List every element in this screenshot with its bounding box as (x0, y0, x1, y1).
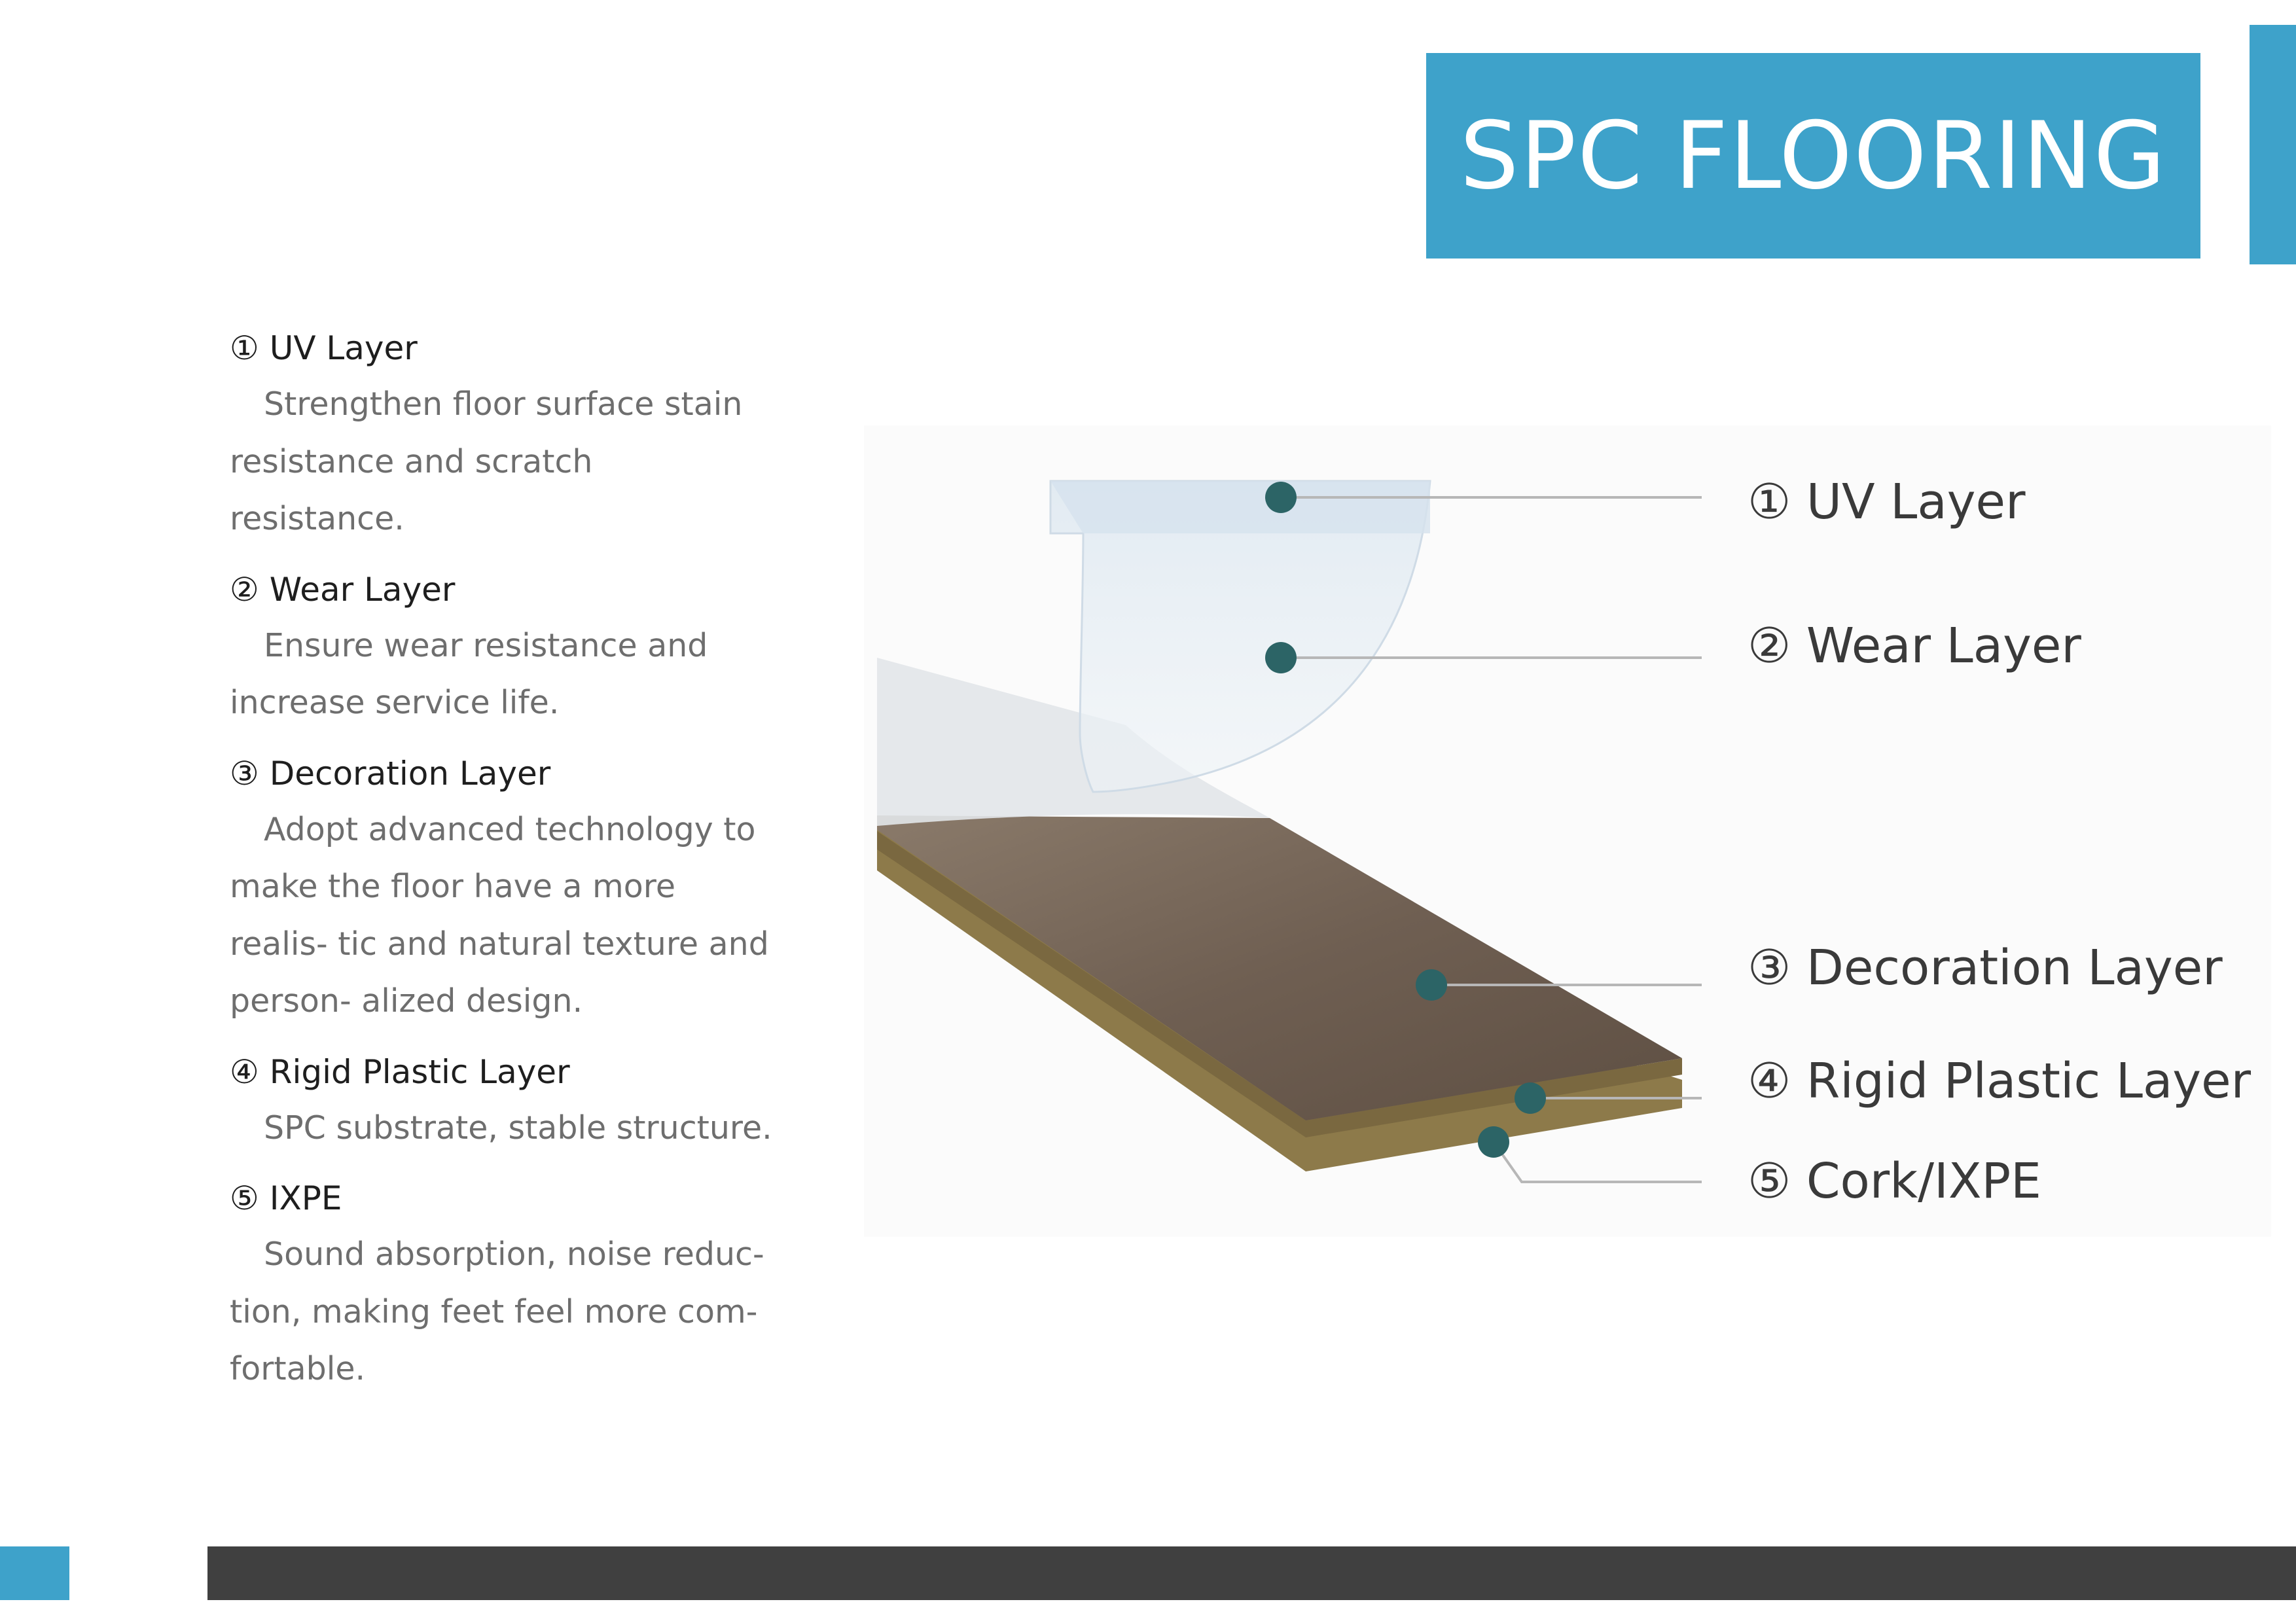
flooring-layer-diagram: ① UV Layer ② Wear Layer ③ Decoration Lay… (864, 425, 2271, 1237)
wear-layer-curl (877, 658, 1270, 826)
layer-description: SPC substrate, stable structure. (264, 1109, 772, 1147)
layer-item-wear: ② Wear Layer Ensure wear resistance and … (230, 562, 819, 732)
layer-item-ixpe: ⑤ IXPE Sound absorption, noise reduc- ti… (230, 1171, 819, 1398)
layer-heading: ② Wear Layer (230, 570, 456, 609)
layer-item-rigid-plastic: ④ Rigid Plastic Layer SPC substrate, sta… (230, 1044, 819, 1157)
title-banner: SPC FLOORING (1426, 53, 2200, 259)
layer-description: Strengthen floor surface stain resistanc… (230, 385, 743, 537)
diagram-label-uv: ① UV Layer (1748, 474, 2026, 530)
layer-descriptions: ① UV Layer Strengthen floor surface stai… (230, 321, 819, 1412)
diagram-label-decoration: ③ Decoration Layer (1748, 940, 2223, 996)
layer-description: Ensure wear resistance and increase serv… (230, 626, 708, 722)
callout-dot-rigid-plastic (1515, 1082, 1546, 1114)
callout-dot-uv (1265, 482, 1297, 513)
decoration-layer-shape (877, 815, 1682, 1120)
layer-description: Sound absorption, noise reduc- tion, mak… (230, 1236, 764, 1387)
leader-line-cork (1492, 1141, 1702, 1183)
diagram-label-rigid-plastic: ④ Rigid Plastic Layer (1748, 1053, 2251, 1109)
uv-layer-edge (1050, 481, 1430, 533)
callout-dot-wear (1265, 642, 1297, 673)
layer-description: Adopt advanced technology to make the fl… (230, 810, 769, 1020)
layer-heading: ① UV Layer (230, 329, 418, 367)
accent-block-bottom-left (0, 1546, 69, 1600)
layer-item-decoration: ③ Decoration Layer Adopt advanced techno… (230, 746, 819, 1030)
layer-heading: ⑤ IXPE (230, 1179, 342, 1217)
footer-bar (207, 1546, 2296, 1600)
diagram-label-cork: ⑤ Cork/IXPE (1748, 1153, 2041, 1209)
layer-heading: ④ Rigid Plastic Layer (230, 1052, 570, 1091)
callout-dot-decoration (1416, 969, 1447, 1001)
callout-dot-cork (1478, 1126, 1509, 1158)
page-title: SPC FLOORING (1460, 101, 2167, 210)
layer-heading: ③ Decoration Layer (230, 754, 551, 793)
layer-item-uv: ① UV Layer Strengthen floor surface stai… (230, 321, 819, 548)
flooring-illustration (864, 425, 2271, 1237)
accent-bar-right (2250, 25, 2296, 264)
diagram-label-wear: ② Wear Layer (1748, 618, 2081, 674)
